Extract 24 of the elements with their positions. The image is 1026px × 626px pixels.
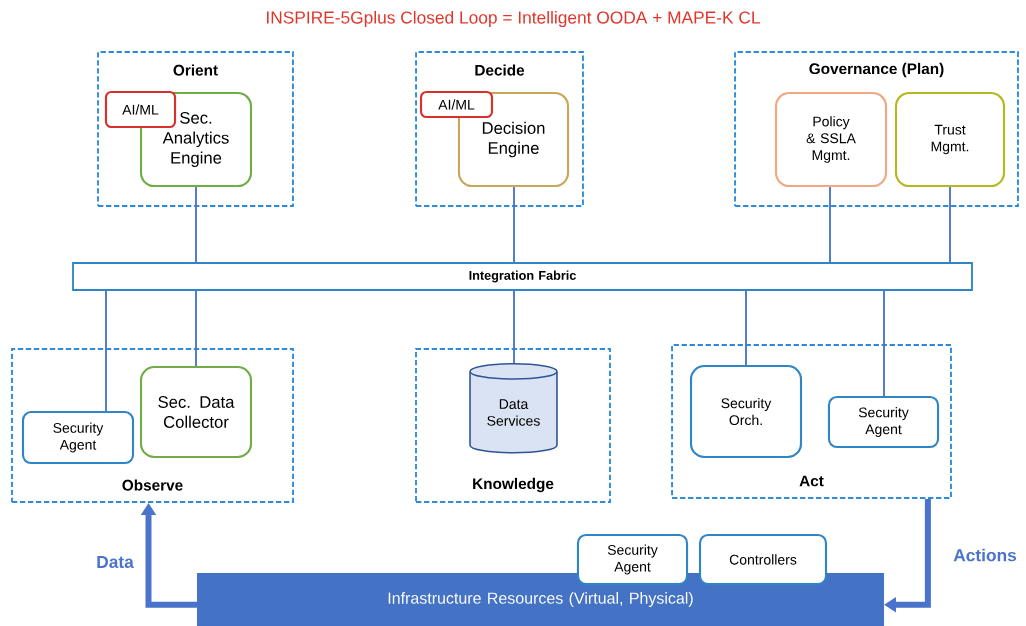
edge-label: Data [97,555,134,569]
connector-line [883,289,885,397]
tag-box: AI/ML [104,90,177,129]
component-box: Policy & SSLA Mgmt. [774,91,888,188]
component-box: Controllers [698,533,828,586]
title: INSPIRE-5Gplus Closed Loop = Intelligent OODA + MAPE-K CL [267,10,760,28]
tag-box: AI/ML [419,90,494,119]
edge-label: Actions [953,548,1017,562]
connector-line [745,289,747,366]
connector-line [105,289,107,412]
connector-line [949,186,951,264]
component-box: Trust Mgmt. [894,91,1006,188]
component-box: Security Agent [827,395,940,449]
connector-line [829,186,831,264]
connector-line [513,289,515,364]
component-box: Security Agent [21,410,135,465]
connector-line [513,186,515,264]
connector-line [195,186,197,264]
component-box: Sec. Data Collector [139,365,253,459]
database-cylinder: Data Services [469,362,558,454]
bus-bar: Integration Fabric [72,262,973,291]
component-box: Security Orch. [689,364,803,459]
component-box: Security Agent [576,533,689,586]
connector-line [195,289,197,367]
